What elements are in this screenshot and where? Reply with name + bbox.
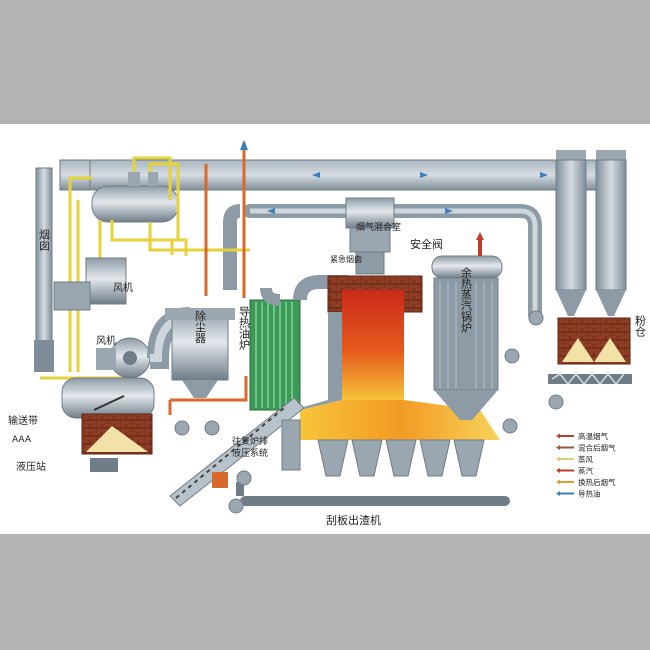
safety-valve: 安全阀 — [410, 237, 443, 251]
valves — [174, 310, 564, 514]
cyclone-silos: 粉仓 — [555, 150, 647, 365]
conveyor-marks: AAA — [12, 435, 32, 445]
legend-arrow-4 — [556, 479, 560, 485]
inclined-conveyor — [169, 397, 305, 507]
legend-label-0: 高温烟气 — [578, 431, 608, 441]
dust-collector: 除尘器 — [165, 308, 235, 398]
top-fan: 风机 — [53, 257, 133, 311]
safety-valve-label: 安全阀 — [410, 237, 443, 251]
scraper-slag-remover-label: 刮板出渣机 — [326, 513, 381, 527]
grate-hydraulic-label-2: 液压系统 — [232, 447, 268, 459]
legend-label-4: 换热后烟气 — [578, 477, 616, 487]
legend-arrow-5 — [556, 491, 560, 496]
legend-label-2: 蒸风 — [578, 454, 593, 464]
conveyor-belt: 输送带 AAA — [8, 414, 38, 445]
furnace-top-duct — [260, 275, 348, 306]
thermal-oil-pipes — [168, 142, 248, 415]
chimney-label: 烟囱 — [38, 228, 51, 251]
chimney: 烟囱 — [34, 167, 54, 372]
flue-gas-mixing-chamber: 烟气混合室 紧急烟囱 — [330, 197, 401, 275]
hydraulic-station: 液压站 — [16, 458, 118, 473]
scraper-slag-remover: 刮板出渣机 — [236, 482, 510, 527]
ash-hoppers — [317, 439, 485, 477]
steam-drum — [91, 156, 180, 240]
main-furnace — [300, 275, 500, 440]
oil-up-arrow — [240, 140, 248, 150]
waste-heat-boiler-label: 余热蒸汽锅炉 — [460, 266, 473, 334]
silo-label: 粉仓 — [634, 315, 647, 337]
thermal-oil-furnace: 导热油炉 — [238, 299, 301, 411]
screw-conveyor — [548, 372, 632, 386]
top-fan-label: 风机 — [113, 281, 133, 294]
legend-arrow-2 — [556, 456, 560, 462]
emergency-chimney-label: 紧急烟囱 — [330, 254, 362, 264]
left-fan-label: 风机 — [96, 334, 116, 347]
hydraulic-station-label: 液压站 — [16, 460, 46, 473]
legend-label-1: 混合后烟气 — [578, 443, 616, 453]
waste-heat-boiler: 余热蒸汽锅炉 — [431, 232, 503, 420]
conveyor-belt-label: 输送带 — [8, 414, 38, 427]
grate-hydraulic-label-1: 往复炉排 — [232, 435, 268, 447]
legend-arrow-1 — [556, 445, 560, 450]
return-duct — [223, 204, 542, 322]
legend-arrow-3 — [556, 468, 560, 473]
dust-collector-label: 除尘器 — [194, 309, 207, 344]
legend-label-5: 导热油 — [578, 489, 601, 499]
thermal-oil-furnace-label: 导热油炉 — [238, 306, 251, 351]
legend-label-3: 蒸汽 — [578, 466, 593, 476]
feed-tank — [61, 377, 155, 455]
mixing-chamber-label: 烟气混合室 — [356, 221, 401, 233]
legend-arrow-0 — [556, 433, 560, 439]
grate-hydraulic-system: 往复炉排 液压系统 — [212, 419, 301, 488]
